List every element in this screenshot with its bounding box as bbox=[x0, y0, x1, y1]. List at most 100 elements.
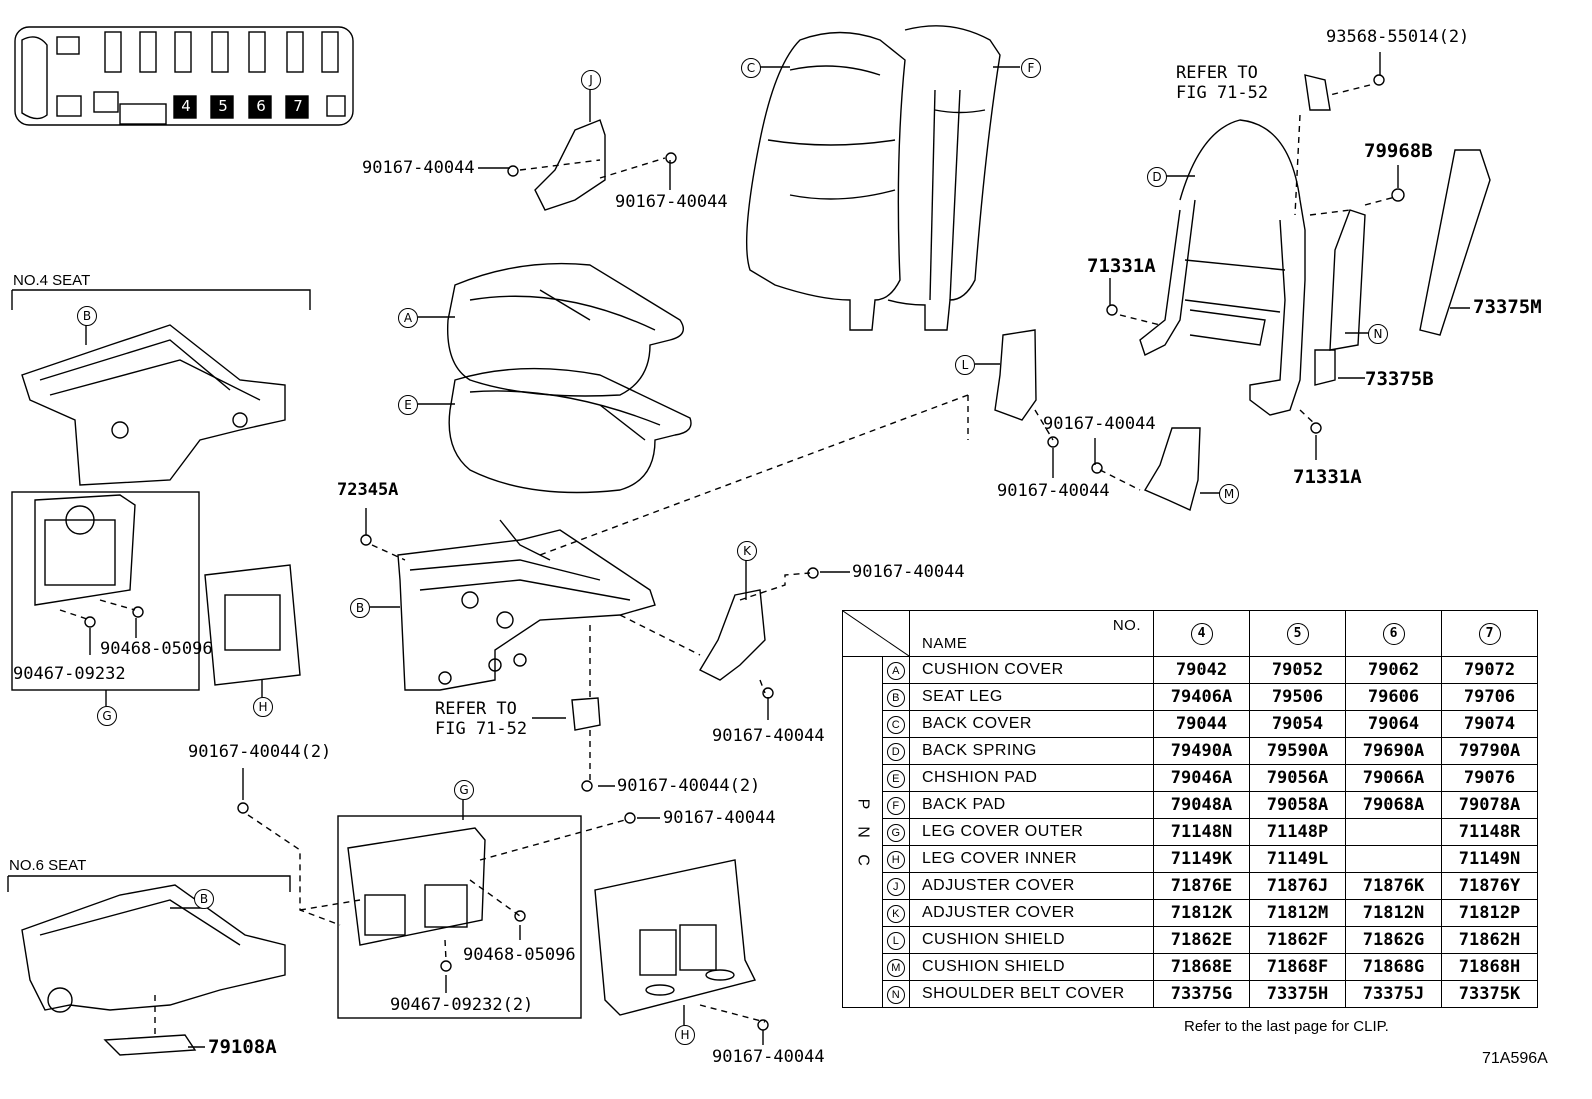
letter-c: C bbox=[741, 58, 761, 78]
row-key-letter: N bbox=[886, 985, 905, 1004]
g-detail-box bbox=[337, 815, 582, 1019]
letter-a: A bbox=[398, 308, 418, 328]
letter-g-no4: G bbox=[97, 706, 117, 726]
fasteners bbox=[84, 74, 1405, 1031]
callout-bracket-bolt: 90167-40044(2) bbox=[617, 776, 761, 796]
row-key-letter: C bbox=[886, 715, 905, 734]
row-part-number: 71868G bbox=[1345, 953, 1442, 981]
row-part-number: 71149K bbox=[1153, 845, 1250, 873]
row-part-number: 73375G bbox=[1153, 980, 1250, 1008]
part-73375m bbox=[1419, 149, 1491, 336]
bracket-refer bbox=[571, 697, 601, 731]
leg-cover-inner-no4 bbox=[204, 564, 301, 686]
row-part-number: 71149L bbox=[1249, 845, 1346, 873]
row-part-number: 79506 bbox=[1249, 683, 1346, 711]
row-part-number bbox=[1345, 818, 1442, 846]
callout-clip-90468-center: 90468-05096 bbox=[463, 945, 576, 965]
row-part-number: 79066A bbox=[1345, 764, 1442, 792]
cushion-shield-m bbox=[1143, 427, 1201, 511]
row-part-number: 79490A bbox=[1153, 737, 1250, 765]
no4-seat-label: NO.4 SEAT bbox=[13, 272, 91, 289]
row-part-number: 71812M bbox=[1249, 899, 1346, 927]
row-part-name: CUSHION SHIELD bbox=[909, 953, 1154, 981]
row-key-cell: A bbox=[881, 656, 911, 684]
row-part-name: LEG COVER INNER bbox=[909, 845, 1154, 873]
row-part-number: 71868F bbox=[1249, 953, 1346, 981]
letter-h-no4: H bbox=[253, 697, 273, 717]
row-part-number: 71149N bbox=[1441, 845, 1538, 873]
refer-center-line2: FIG 71-52 bbox=[435, 719, 528, 739]
table-header-name: NAME bbox=[922, 635, 968, 652]
row-key-cell: C bbox=[881, 710, 911, 738]
letter-b-no4: B bbox=[77, 306, 97, 326]
assembly-dashes bbox=[59, 84, 1396, 1035]
row-part-number: 79406A bbox=[1153, 683, 1250, 711]
row-key-cell: E bbox=[881, 764, 911, 792]
leader-lines bbox=[89, 52, 1470, 1048]
row-part-number: 71148N bbox=[1153, 818, 1250, 846]
row-part-number: 79058A bbox=[1249, 791, 1346, 819]
seat-leg-no6-drawing bbox=[21, 884, 286, 1056]
row-key-letter: K bbox=[886, 904, 905, 923]
callout-72345a: 72345A bbox=[337, 480, 399, 500]
row-part-name: CUSHION SHIELD bbox=[909, 926, 1154, 954]
shoulder-belt-cover bbox=[1329, 209, 1366, 351]
refer-center-line1: REFER TO bbox=[435, 699, 517, 719]
row-part-number: 79606 bbox=[1345, 683, 1442, 711]
table-header-name-cell: NAME NO. bbox=[909, 610, 1154, 657]
row-part-name: SEAT LEG bbox=[909, 683, 1154, 711]
row-part-number: 79068A bbox=[1345, 791, 1442, 819]
row-part-name: BACK COVER bbox=[909, 710, 1154, 738]
row-part-number: 71868H bbox=[1441, 953, 1538, 981]
callout-g-bolt-right: 90167-40044 bbox=[663, 808, 776, 828]
row-part-number: 71876Y bbox=[1441, 872, 1538, 900]
callout-l-bolt-top: 90167-40044 bbox=[1043, 414, 1156, 434]
col-header-6: 6 bbox=[1345, 610, 1442, 657]
cushion-shield-l bbox=[994, 329, 1037, 421]
row-key-cell: H bbox=[881, 845, 911, 873]
clip-note: Refer to the last page for CLIP. bbox=[1184, 1018, 1389, 1035]
callout-j-bolt-left: 90167-40044 bbox=[362, 158, 475, 178]
row-part-name: BACK PAD bbox=[909, 791, 1154, 819]
row-part-number: 71862E bbox=[1153, 926, 1250, 954]
letter-b-no6: B bbox=[194, 889, 214, 909]
row-key-cell: B bbox=[881, 683, 911, 711]
table-header-row: NAME NO. 4 5 6 7 bbox=[842, 610, 1538, 657]
row-part-number: 79042 bbox=[1153, 656, 1250, 684]
row-part-number: 71862F bbox=[1249, 926, 1346, 954]
callout-j-bolt-right: 90167-40044 bbox=[615, 192, 728, 212]
row-part-number: 79706 bbox=[1441, 683, 1538, 711]
refer-bracket-top bbox=[1304, 74, 1331, 111]
row-key-cell: L bbox=[881, 926, 911, 954]
row-part-number: 71812N bbox=[1345, 899, 1442, 927]
no4-bracket bbox=[12, 289, 311, 310]
refer-top-line1: REFER TO bbox=[1176, 63, 1258, 83]
row-part-number: 71868E bbox=[1153, 953, 1250, 981]
callout-71331a-bottom: 71331A bbox=[1293, 466, 1362, 488]
letter-l: L bbox=[955, 355, 975, 375]
row-key-letter: J bbox=[886, 877, 905, 896]
row-part-number: 79064 bbox=[1345, 710, 1442, 738]
letter-m: M bbox=[1219, 484, 1239, 504]
keymap-seat-6: 6 bbox=[256, 97, 266, 115]
row-key-letter: H bbox=[886, 850, 905, 869]
callout-79968b: 79968B bbox=[1364, 140, 1433, 162]
row-part-number: 71148P bbox=[1249, 818, 1346, 846]
row-part-number: 79590A bbox=[1249, 737, 1346, 765]
letter-g-center: G bbox=[454, 780, 474, 800]
row-part-name: ADJUSTER COVER bbox=[909, 899, 1154, 927]
callout-71331a-top: 71331A bbox=[1087, 255, 1156, 277]
row-part-number: 79044 bbox=[1153, 710, 1250, 738]
row-part-number: 71862G bbox=[1345, 926, 1442, 954]
row-key-letter: F bbox=[886, 796, 905, 815]
